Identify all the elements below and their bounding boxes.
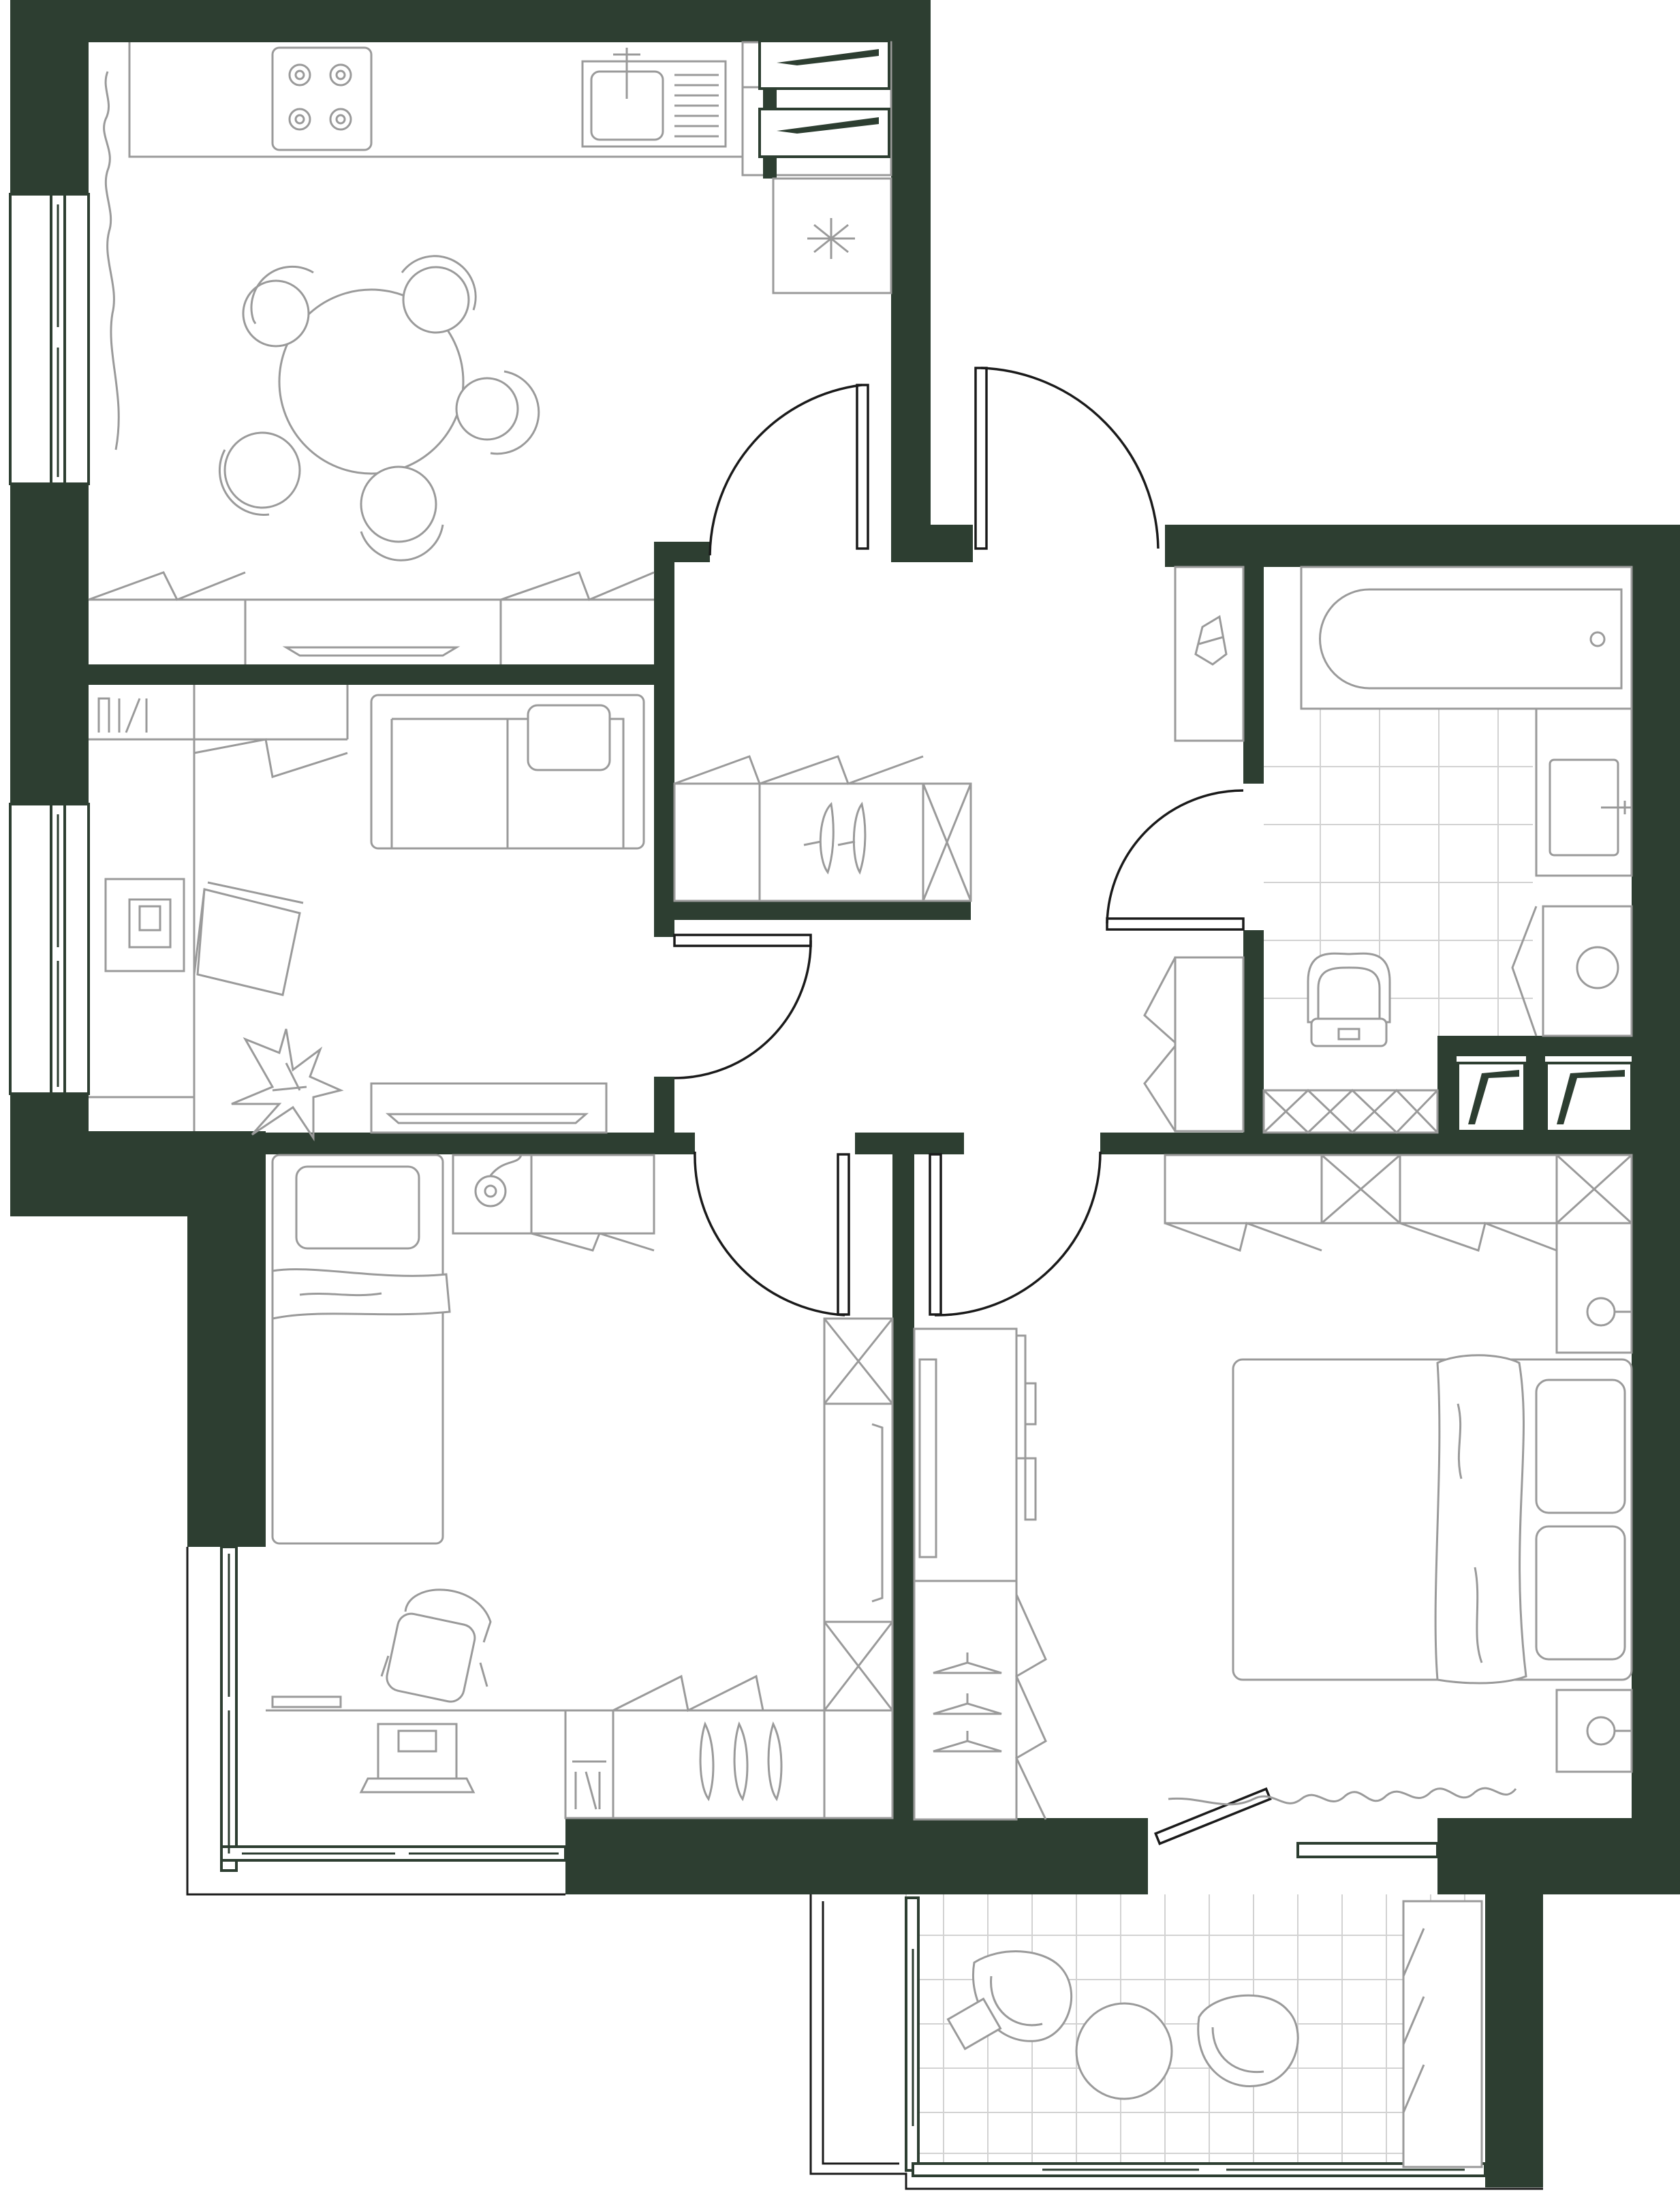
lounge-chair-icon: [1197, 1994, 1299, 2087]
balcony-side-wall: [1485, 1894, 1543, 2187]
room-kitchen-dining: [88, 40, 892, 664]
door-bathroom[interactable]: [1106, 789, 1245, 931]
windows: [9, 193, 1439, 1896]
window-bedroom: [1153, 1787, 1439, 1858]
door-children-room[interactable]: [694, 1151, 850, 1317]
window-living-room: [9, 803, 90, 1095]
chair-icon: [218, 431, 301, 516]
bathroom-shelf-icon: [1262, 1088, 1439, 1135]
window-children-room: [186, 1546, 567, 1896]
children-desk-icon: [266, 1695, 567, 1818]
tv-stand-icon: [370, 1082, 608, 1134]
sink-icon: [581, 48, 727, 148]
lounge-chair-icon: [946, 1950, 1073, 2050]
washbasin-icon: [1535, 707, 1633, 877]
dresser-icon: [1164, 1154, 1633, 1252]
children-shelf-icon: [530, 1154, 655, 1252]
double-bed-icon: [1232, 1354, 1633, 1685]
nightstand-icon: [452, 1154, 533, 1235]
bookshelf-icon: [89, 685, 349, 1131]
hallway-cabinet-icon: [1143, 956, 1245, 1133]
desk-icon: [104, 878, 185, 972]
laptop-icon: [128, 898, 172, 949]
balcony-outer-rail: [809, 1894, 1543, 2190]
balcony-storage-cabinet: [1402, 1900, 1483, 2168]
nightstand-icon: [1555, 1222, 1633, 1354]
balcony-glazing: [905, 1896, 1487, 2177]
walls: [10, 0, 1680, 1894]
door-hall-top-right[interactable]: [974, 367, 1160, 550]
shoe-cabinet-icon: [1174, 566, 1245, 742]
chair-icon: [455, 370, 540, 455]
room-balcony: [809, 1894, 1543, 2190]
room-bathroom: [1262, 566, 1633, 1135]
room-living: [89, 685, 645, 1141]
room-children: [266, 1154, 894, 1819]
single-bed-icon: [271, 1154, 451, 1545]
doors: [673, 367, 1245, 1317]
nightstand-icon: [1555, 1689, 1633, 1773]
round-table-icon: [278, 288, 465, 475]
armchair-icon: [193, 881, 304, 996]
sideboard-icon: [88, 571, 655, 664]
plant-icon: [231, 1028, 344, 1141]
coffee-table-icon: [1075, 2002, 1173, 2100]
fridge-icon: [772, 177, 892, 294]
desk-chair-icon: [380, 1588, 492, 1703]
window-kitchen: [9, 193, 90, 485]
dining-set: [218, 255, 540, 562]
chair-icon: [401, 255, 477, 334]
stove-icon: [271, 46, 373, 151]
chair-icon: [242, 265, 314, 348]
bathtub-icon: [1300, 566, 1633, 710]
bathroom-storage-icon: [1457, 1062, 1633, 1133]
room-hallway: [673, 566, 1245, 1133]
bathroom-floor-tiles: [1264, 709, 1533, 1046]
hanger-icon: [933, 1652, 1002, 1753]
chair-icon: [360, 465, 444, 562]
door-living-room[interactable]: [673, 934, 812, 1079]
door-kitchen[interactable]: [709, 384, 869, 556]
children-cabinet-icon: [823, 1317, 894, 1712]
balcony-inner-rail: [822, 1901, 899, 2165]
curtain-icon: [1168, 1787, 1517, 1806]
hanger-icon: [699, 1721, 783, 1802]
bookshelf-icon: [564, 1709, 615, 1819]
oven-cabinet-icon: [758, 40, 890, 158]
bedroom-wardrobe-icon: [913, 1327, 1047, 1821]
washing-machine-icon: [1511, 905, 1633, 1037]
room-bedroom: [913, 1154, 1633, 1821]
wardrobe-icon: [612, 1674, 894, 1819]
hanger-icon: [803, 801, 867, 875]
door-bedroom[interactable]: [929, 1151, 1102, 1317]
sofa-icon: [370, 694, 645, 850]
toilet-icon: [1307, 952, 1391, 1047]
wardrobe-icon: [673, 755, 972, 902]
laptop-icon: [359, 1723, 476, 1794]
curtain-icon: [103, 71, 120, 450]
